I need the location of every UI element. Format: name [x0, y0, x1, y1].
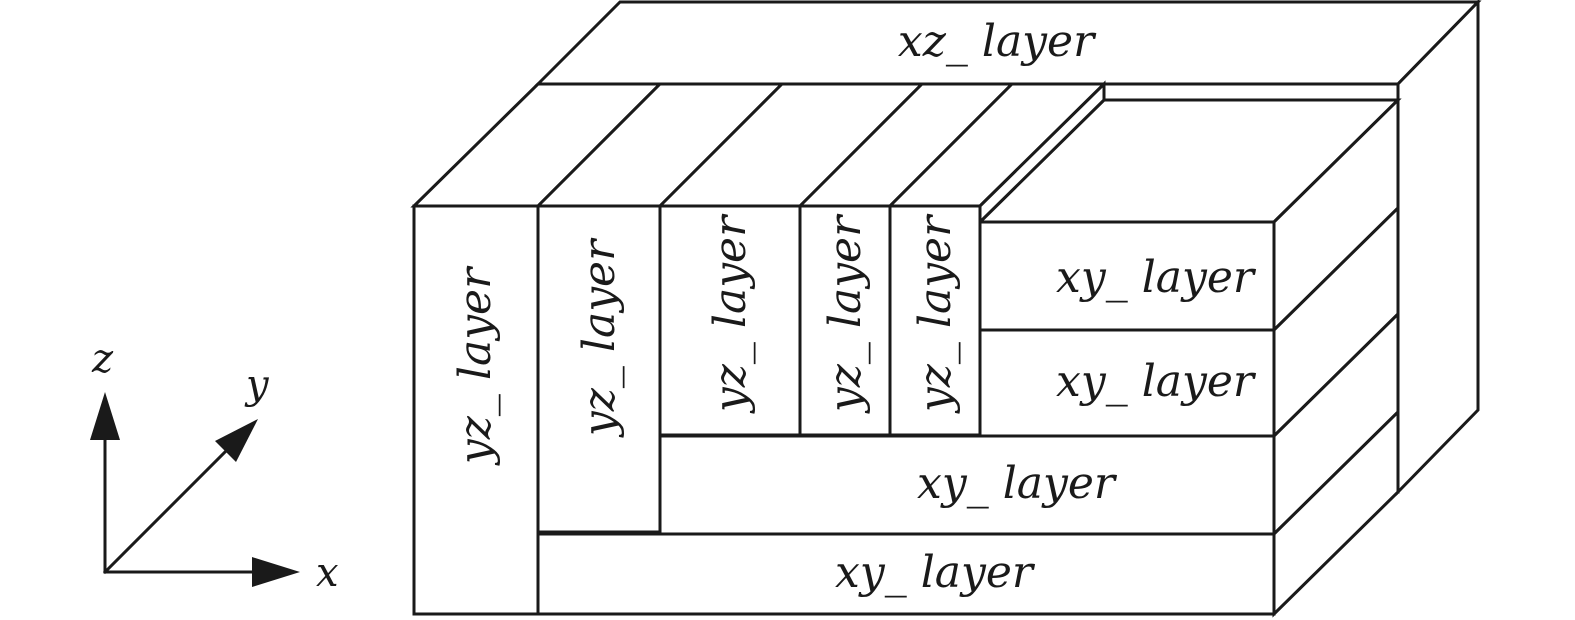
- yz-layer-1-label: yz_ layer: [450, 265, 501, 466]
- y-axis-arrowhead: [215, 419, 258, 462]
- axis-triad: z y x: [90, 336, 339, 596]
- xz-layer-top: xz_ layer: [534, 0, 1482, 496]
- y-axis-label: y: [244, 362, 270, 408]
- x-axis-arrowhead: [252, 557, 300, 587]
- xy-layer-3-label: xy_ layer: [917, 458, 1118, 509]
- xy-block-upper-3d: [976, 80, 1402, 618]
- xy-layer-3-front: [658, 434, 1276, 536]
- xz-layer-label: xz_ layer: [898, 16, 1097, 67]
- xy-layer-4-label: xy_ layer: [835, 547, 1036, 598]
- z-axis-arrowhead: [90, 392, 120, 440]
- yz-layer-4-label: yz_ layer: [820, 213, 871, 414]
- yz-layer-1-front: [412, 204, 540, 616]
- yz-layer-2-label: yz_ layer: [574, 237, 625, 438]
- yz-layer-tops: [410, 82, 1108, 208]
- yz-layer-2-front: [536, 204, 662, 534]
- yz-layer-3-label: yz_ layer: [705, 213, 756, 414]
- xy-layer-2-front: [978, 328, 1276, 438]
- back-wall-strip: [1102, 82, 1400, 102]
- x-axis-label: x: [316, 550, 339, 596]
- xy-layer-2-label: xy_ layer: [1056, 356, 1257, 407]
- xy-layer-1-front: [978, 220, 1276, 332]
- xy-layer-4-front: [536, 532, 1276, 616]
- xy-layer-1-label: xy_ layer: [1056, 252, 1257, 303]
- z-axis-label: z: [91, 336, 114, 382]
- yz-layer-5-front: [888, 204, 982, 437]
- y-axis-line: [102, 442, 235, 575]
- yz-layer-5-label: yz_ layer: [910, 213, 961, 414]
- yz-layer-3-front: [658, 204, 802, 437]
- xz-layer-side-face: [1396, 0, 1480, 496]
